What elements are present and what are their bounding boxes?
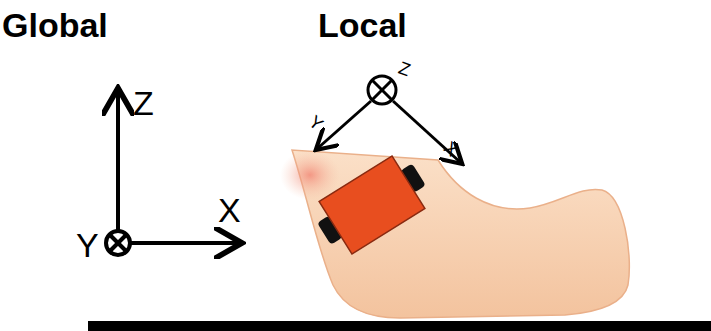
y-axis-cross xyxy=(110,235,126,251)
imu-sensor xyxy=(308,149,436,261)
x-axis xyxy=(131,241,238,245)
ground-line xyxy=(88,321,711,331)
local-z-axis xyxy=(368,76,396,104)
local-y-axis xyxy=(318,101,371,148)
y-axis-cross xyxy=(110,235,126,251)
section-title: Global xyxy=(2,8,108,42)
skin-glow xyxy=(280,150,340,200)
axis-label: X xyxy=(441,138,462,159)
axis-label: Z xyxy=(396,59,412,80)
axis-label: Z xyxy=(133,86,154,120)
local-z-cross xyxy=(372,80,392,100)
axis-label: X xyxy=(218,193,241,227)
axis-label: Y xyxy=(76,228,99,262)
z-axis xyxy=(116,92,120,230)
section-title: Local xyxy=(318,8,407,42)
foot xyxy=(292,150,629,318)
y-axis-into xyxy=(106,231,130,255)
axis-label: Y xyxy=(306,112,327,134)
local-z-cross xyxy=(372,80,392,100)
